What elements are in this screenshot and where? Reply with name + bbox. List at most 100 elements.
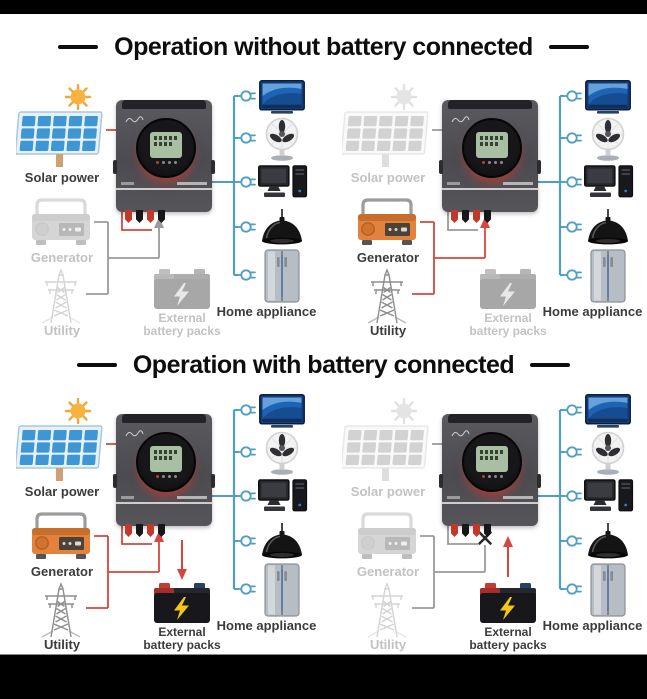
fan-icon — [262, 116, 302, 162]
fan-icon — [588, 116, 628, 162]
plug-icon — [562, 445, 582, 459]
battery-icon — [151, 266, 213, 312]
brand-logo-icon — [124, 425, 144, 443]
plug-icon — [562, 582, 582, 596]
generator-label: Generator — [356, 250, 420, 265]
plug-icon — [236, 403, 256, 417]
generator-icon — [354, 510, 420, 562]
product-name-label — [503, 496, 533, 499]
inverter-lcd-screen — [150, 132, 182, 158]
generator-label: Generator — [356, 564, 420, 579]
plug-icon — [562, 220, 582, 234]
plug-icon — [236, 489, 256, 503]
utility-tower-icon — [37, 582, 85, 638]
computer-icon — [258, 479, 308, 521]
title-dash-right — [530, 363, 571, 367]
inverter-terminals-icon — [451, 210, 491, 223]
inverter-terminals-icon — [125, 210, 165, 223]
plug-icon — [236, 582, 256, 596]
plug-icon — [562, 489, 582, 503]
home-appliance-label: Home appliance — [216, 618, 317, 633]
page-title: Operation with battery connected — [132, 350, 515, 379]
lamp-icon — [259, 523, 305, 565]
inverter-buttons — [481, 161, 503, 164]
product-name-label — [503, 182, 533, 185]
plug-icon — [562, 534, 582, 548]
generator-icon — [28, 196, 94, 248]
solar-label: Solar power — [350, 170, 426, 185]
plug-icon — [562, 131, 582, 145]
solar-panel-icon — [340, 83, 434, 168]
brand-logo-icon — [124, 111, 144, 129]
solar-label: Solar power — [24, 484, 100, 499]
generator-icon — [354, 196, 420, 248]
solar-panel-icon — [14, 83, 108, 168]
refrigerator-icon — [590, 249, 626, 303]
title-dash-left — [58, 45, 99, 49]
diagram-row-2: Solar power Generator Utility — [0, 392, 647, 652]
lamp-icon — [585, 209, 631, 251]
inverter-top-cap — [122, 100, 206, 109]
solar-label: Solar power — [350, 484, 426, 499]
generator-label: Generator — [30, 564, 94, 579]
lamp-icon — [585, 523, 631, 565]
home-appliance-label: Home appliance — [542, 304, 643, 319]
model-label — [447, 182, 460, 185]
plug-icon — [236, 89, 256, 103]
refrigerator-icon — [264, 249, 300, 303]
inverter-top-cap — [448, 414, 532, 423]
tv-icon — [585, 394, 631, 430]
inverter-top-cap — [448, 100, 532, 109]
letterbox-top — [0, 0, 647, 14]
plug-icon — [236, 534, 256, 548]
plug-icon — [562, 268, 582, 282]
solar-panel-icon — [340, 397, 434, 482]
inverter-top-cap — [122, 414, 206, 423]
model-label — [121, 496, 134, 499]
inverter-unit — [113, 414, 215, 537]
fan-icon — [262, 430, 302, 476]
computer-icon — [584, 479, 634, 521]
page-title: Operation without battery connected — [114, 32, 533, 61]
generator-icon — [28, 510, 94, 562]
refrigerator-icon — [590, 563, 626, 617]
inverter-display — [136, 432, 196, 492]
diagram-no-battery-grid: Solar power Generator Utility — [330, 78, 645, 338]
diagram-row-1: Solar power Generator Utility — [0, 78, 647, 338]
product-name-label — [177, 496, 207, 499]
inverter-lcd-screen — [476, 446, 508, 472]
plug-icon — [562, 89, 582, 103]
computer-icon — [584, 165, 634, 207]
generator-label: Generator — [30, 250, 94, 265]
title-dash-left — [76, 363, 117, 367]
utility-label: Utility — [43, 323, 81, 338]
inverter-lcd-screen — [476, 132, 508, 158]
solar-panel-icon — [14, 397, 108, 482]
inverter-unit — [113, 100, 215, 223]
inverter-terminals-icon — [125, 524, 165, 537]
inverter-lcd-screen — [150, 446, 182, 472]
diagram-no-battery-solar: Solar power Generator Utility — [4, 78, 319, 338]
plug-icon — [236, 445, 256, 459]
tv-icon — [259, 394, 305, 430]
home-appliance-label: Home appliance — [216, 304, 317, 319]
plug-icon — [562, 403, 582, 417]
utility-tower-icon — [363, 268, 411, 324]
title-dash-right — [548, 45, 589, 49]
lamp-icon — [259, 209, 305, 251]
refrigerator-icon — [264, 563, 300, 617]
utility-tower-icon — [37, 268, 85, 324]
inverter-display — [462, 118, 522, 178]
computer-icon — [258, 165, 308, 207]
battery-icon — [477, 266, 539, 312]
product-name-label — [177, 182, 207, 185]
solar-label: Solar power — [24, 170, 100, 185]
inverter-buttons — [155, 161, 177, 164]
fan-icon — [588, 430, 628, 476]
inverter-buttons — [481, 475, 503, 478]
